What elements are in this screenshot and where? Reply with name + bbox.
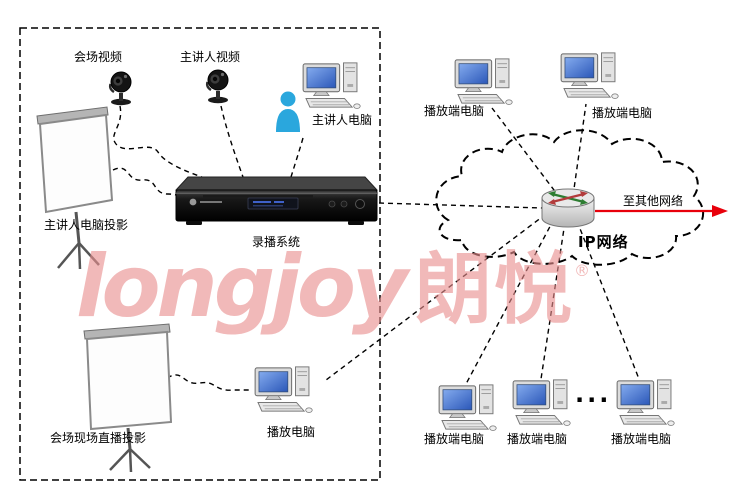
connection-lines <box>112 103 640 391</box>
connection-line-router-client2 <box>572 103 587 197</box>
connection-line-speakerpc-recorder <box>290 137 304 178</box>
external-network-label: 至其他网络 <box>623 194 684 208</box>
projection-screen-venue <box>83 323 173 473</box>
connection-line-router-playbackpc <box>325 213 547 381</box>
connection-line-camera1-recorder <box>113 105 203 178</box>
speaker-computer-icon <box>302 62 361 109</box>
client-computer-icon-5 <box>616 379 675 426</box>
recorder-device <box>174 176 379 225</box>
speaker-camera-icon <box>205 68 230 104</box>
client-computer-icon-2 <box>560 52 619 99</box>
playback-computer-icon <box>254 366 313 413</box>
client-label-3: 播放端电脑 <box>424 432 485 446</box>
speaker-projection-label: 主讲人电脑投影 <box>44 218 129 232</box>
venue-projection-label: 会场现场直播投影 <box>50 431 147 445</box>
connection-line-router-client5 <box>576 220 640 380</box>
room-dashed-border <box>19 27 381 481</box>
connection-line-recorder-router <box>378 202 543 209</box>
speaker-pc-label: 主讲人电脑 <box>312 113 373 127</box>
recorder-label: 录播系统 <box>252 235 301 249</box>
client-computer-icon-4 <box>512 379 571 426</box>
playback-pc-label: 播放电脑 <box>267 425 316 439</box>
venue-camera-icon <box>108 70 133 106</box>
ip-network-label: IP网络 <box>578 233 629 251</box>
connection-line-camera2-recorder <box>220 105 244 178</box>
speaker-video-label: 主讲人视频 <box>180 50 241 64</box>
connection-line-router-client1 <box>491 107 561 199</box>
client-computer-icon-3 <box>438 384 497 431</box>
connection-line-screen2-playbackpc <box>166 374 252 391</box>
client-computer-icon-1 <box>454 58 513 105</box>
speaker-person-icon <box>276 91 300 132</box>
connection-line-screen1-recorder <box>112 167 184 199</box>
client-label-2: 播放端电脑 <box>592 106 653 120</box>
clients-ellipsis: ... <box>575 380 612 408</box>
router-icon <box>541 188 595 228</box>
external-network-arrow <box>595 205 728 217</box>
client-label-4: 播放端电脑 <box>507 432 568 446</box>
client-label-5: 播放端电脑 <box>611 432 672 446</box>
connection-line-router-client3 <box>465 218 555 385</box>
projection-screen-speaker <box>36 106 114 270</box>
venue-video-label: 会场视频 <box>74 50 123 64</box>
client-label-1: 播放端电脑 <box>424 104 485 118</box>
